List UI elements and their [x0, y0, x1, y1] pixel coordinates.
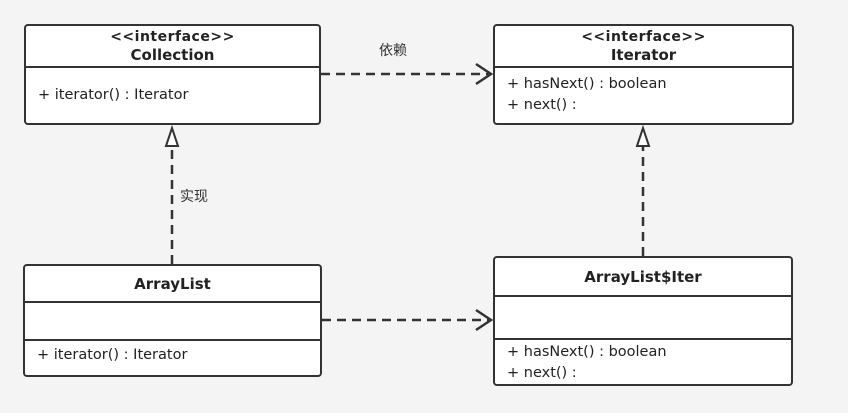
- operation: + iterator() : Iterator: [37, 347, 188, 363]
- operation: + hasNext() : boolean: [507, 344, 667, 360]
- class-header: <<interface>> Collection: [26, 26, 319, 68]
- class-header: ArrayList$Iter: [495, 258, 791, 297]
- class-name: ArrayList: [134, 274, 211, 293]
- class-collection[interactable]: <<interface>> Collection + iterator() : …: [24, 24, 321, 125]
- attributes-section: [25, 303, 320, 341]
- operation: + hasNext() : boolean: [507, 76, 667, 92]
- stereotype-label: <<interface>>: [581, 28, 706, 45]
- open-arrowhead-icon: [475, 308, 494, 332]
- operation: + iterator() : Iterator: [38, 87, 189, 103]
- operations-section: + hasNext() : boolean + next() :: [495, 68, 792, 116]
- class-name: ArrayList$Iter: [584, 267, 702, 286]
- dependency-label: 依赖: [379, 43, 407, 59]
- realization-label: 实现: [180, 189, 208, 205]
- stereotype-label: <<interface>>: [110, 28, 235, 45]
- operations-section: + iterator() : Iterator: [26, 68, 319, 106]
- class-arraylist-iter[interactable]: ArrayList$Iter + hasNext() : boolean + n…: [493, 256, 793, 386]
- class-iterator[interactable]: <<interface>> Iterator + hasNext() : boo…: [493, 24, 794, 125]
- operations-section: + iterator() : Iterator: [25, 341, 320, 366]
- attributes-section: [495, 297, 791, 340]
- operations-section: + hasNext() : boolean + next() :: [495, 340, 791, 384]
- hollow-triangle-arrowhead-icon: [164, 124, 180, 147]
- hollow-triangle-arrowhead-icon: [635, 124, 651, 147]
- operation: + next() :: [507, 97, 577, 113]
- class-header: ArrayList: [25, 266, 320, 303]
- class-arraylist[interactable]: ArrayList + iterator() : Iterator: [23, 264, 322, 377]
- operation: + next() :: [507, 365, 577, 381]
- class-name: Collection: [130, 45, 215, 64]
- class-name: Iterator: [610, 45, 677, 64]
- class-header: <<interface>> Iterator: [495, 26, 792, 68]
- open-arrowhead-icon: [475, 62, 494, 86]
